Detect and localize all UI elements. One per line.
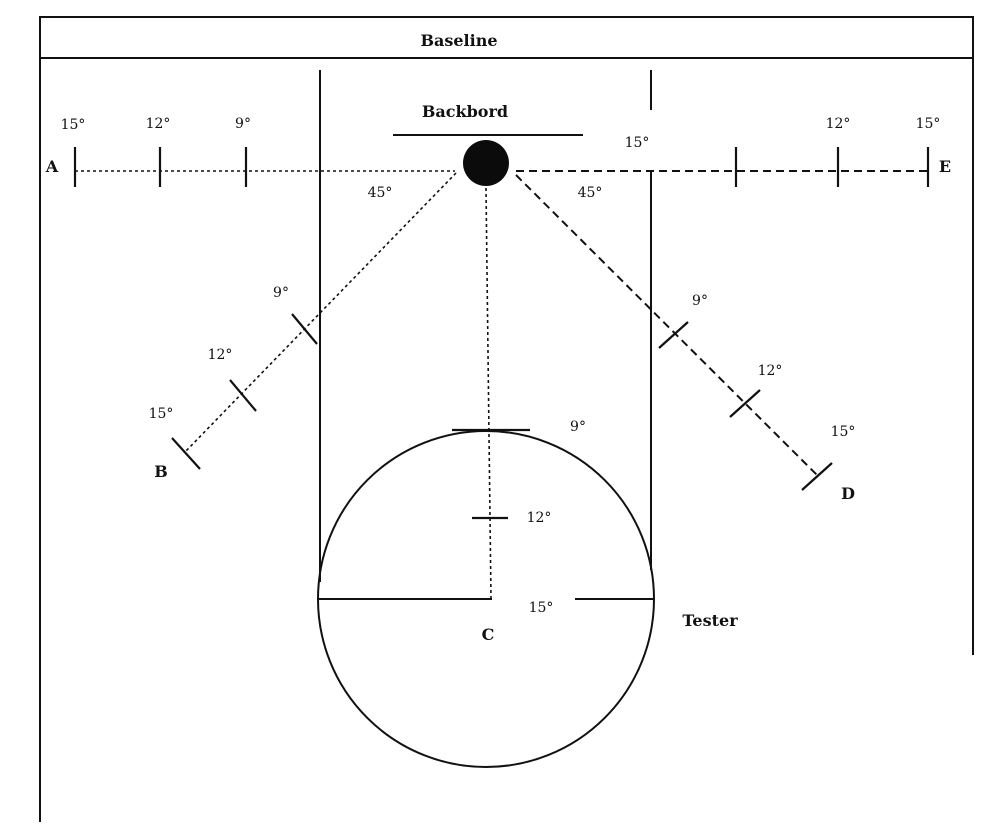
line-to-b <box>185 172 457 452</box>
angle-right-45: 45° <box>578 185 603 201</box>
point-e: E <box>939 157 951 176</box>
angle-b-9: 9° <box>273 285 289 301</box>
angle-a-9: 9° <box>235 116 251 132</box>
point-b: B <box>154 462 168 481</box>
line-to-c <box>485 187 492 600</box>
tick-marks <box>73 147 930 520</box>
point-a: A <box>45 157 59 176</box>
baseline-box <box>39 16 974 59</box>
angle-left-45: 45° <box>368 185 393 201</box>
tick-b-12 <box>229 379 257 412</box>
rim-ball <box>463 140 509 186</box>
angle-c-9: 9° <box>570 419 586 435</box>
tick-b-9 <box>291 313 318 345</box>
angle-e-12: 12° <box>826 116 851 132</box>
angle-d-12: 12° <box>758 363 783 379</box>
tester-label: Tester <box>682 611 738 630</box>
point-c: C <box>482 625 495 644</box>
angle-a-15: 15° <box>61 117 86 133</box>
angle-b-12: 12° <box>208 347 233 363</box>
point-d: D <box>841 484 855 503</box>
court-outline <box>39 16 974 822</box>
angle-c-15: 15° <box>529 600 554 616</box>
angle-a-12: 12° <box>146 116 171 132</box>
angle-d-9: 9° <box>692 293 708 309</box>
angle-c-12: 12° <box>527 510 552 526</box>
free-throw-circle <box>317 430 655 768</box>
tick-d-12 <box>729 389 761 418</box>
backboard-label: Backbord <box>422 102 508 121</box>
tick-b-15 <box>171 437 201 470</box>
angle-e-15-inner: 15° <box>625 135 650 151</box>
line-to-d <box>515 174 818 476</box>
baseline-label: Baseline <box>420 31 497 50</box>
angle-d-15: 15° <box>831 424 856 440</box>
lane <box>319 70 652 582</box>
tick-d-15 <box>801 462 833 491</box>
angle-b-15: 15° <box>149 406 174 422</box>
tick-d-9 <box>658 321 689 349</box>
angle-e-15: 15° <box>916 116 941 132</box>
shooting-lines <box>75 170 928 600</box>
